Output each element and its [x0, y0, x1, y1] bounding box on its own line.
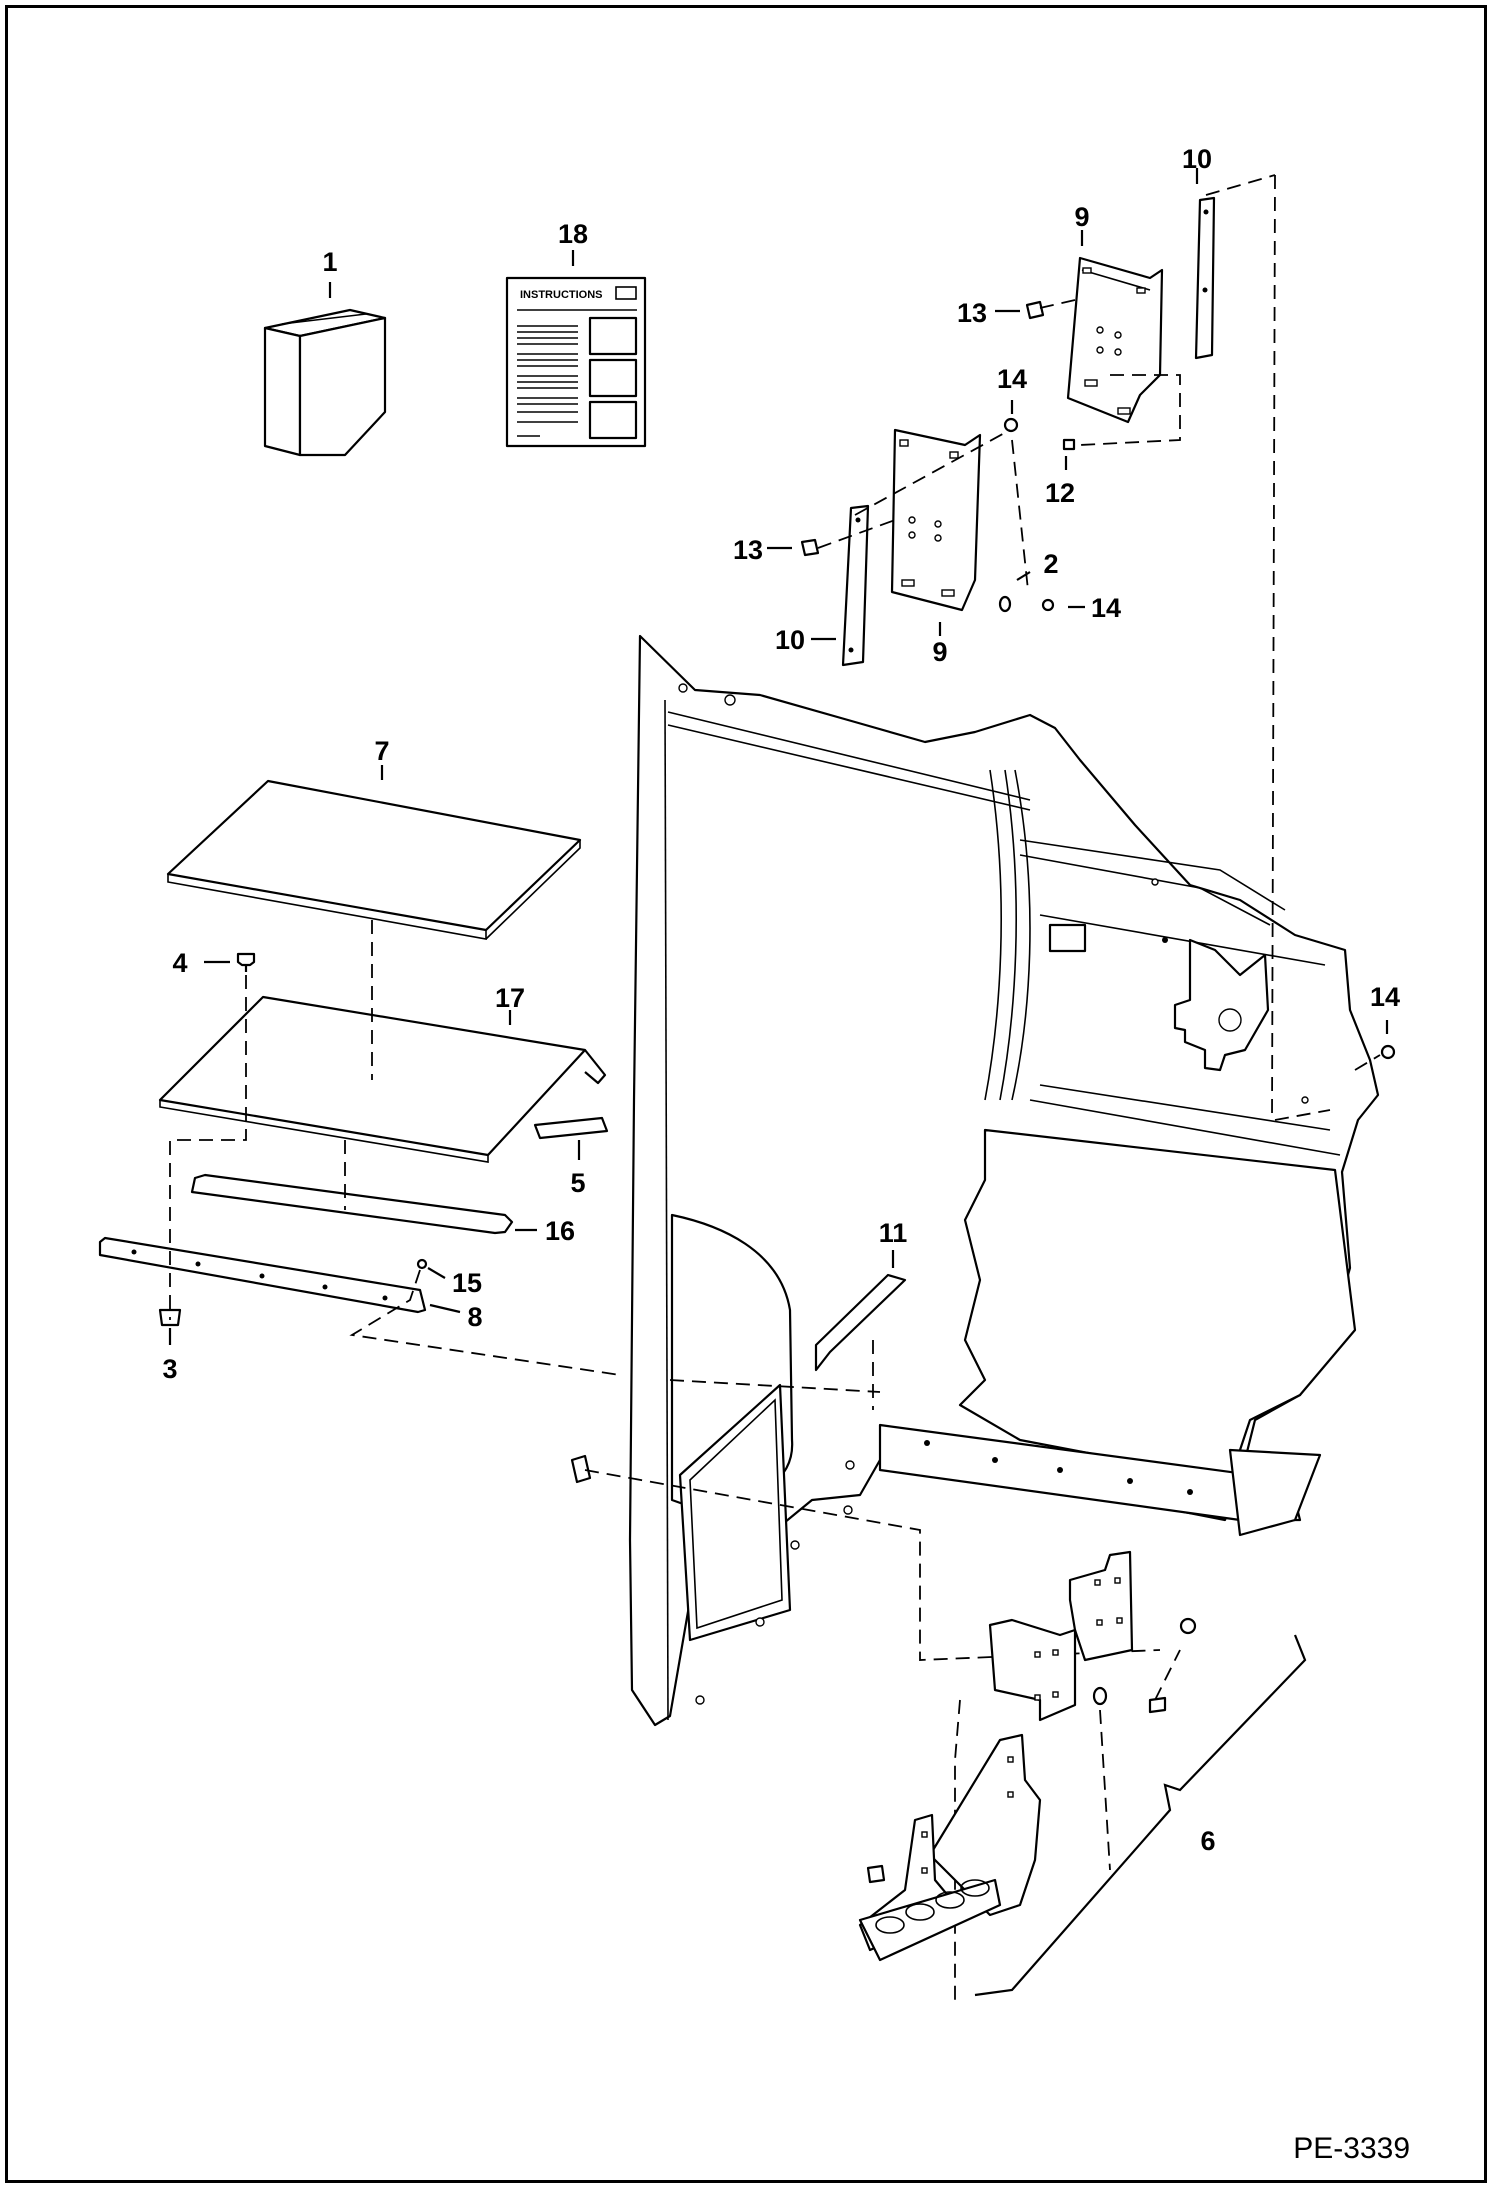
callout-14-right: 14	[1370, 982, 1400, 1012]
part-17-tray	[158, 995, 607, 1163]
callout-9-upper: 9	[1074, 202, 1089, 232]
part-13-upper-bolt	[1025, 300, 1045, 320]
part-16-strip	[190, 1173, 514, 1235]
part-14-nut-right	[1380, 1044, 1396, 1060]
callout-5: 5	[570, 1168, 585, 1198]
callout-14-top: 14	[997, 364, 1027, 394]
callout-4: 4	[172, 948, 187, 978]
callout-10-upper: 10	[1182, 144, 1212, 174]
callout-15: 15	[452, 1268, 482, 1298]
assembly-lines-upper	[817, 174, 1381, 1121]
callout-13-lower: 13	[733, 535, 763, 565]
instructions-sheet-title: INSTRUCTIONS	[520, 289, 603, 301]
part-7-pad	[166, 779, 582, 940]
callout-12: 12	[1045, 478, 1075, 508]
callout-8: 8	[467, 1302, 482, 1332]
callout-9-lower: 9	[932, 637, 947, 667]
callout-11: 11	[879, 1218, 908, 1248]
part-4-knob	[236, 952, 256, 972]
part-9-upper-bracket	[1066, 256, 1164, 424]
part-13-lower-bolt	[800, 538, 820, 557]
part-12-bolt	[1062, 438, 1076, 451]
callout-1: 1	[322, 247, 337, 277]
part-15-screw	[416, 1258, 428, 1270]
part-14-nut-top	[1003, 417, 1019, 433]
part-6-step-assembly	[858, 1550, 1307, 1997]
drawing-id: PE-3339	[1293, 2132, 1410, 2165]
callout-labels: 1 18 10 9 13 14 12 13 2 14 10 9 7 4 17 1…	[162, 144, 1400, 1856]
callout-10-lower: 10	[775, 625, 805, 655]
callout-16: 16	[545, 1216, 575, 1246]
part-1-box	[263, 308, 387, 457]
part-small-clip-left	[570, 1454, 592, 1484]
part-10-upper-strap	[1194, 196, 1216, 360]
callout-6: 6	[1200, 1826, 1215, 1856]
callout-3: 3	[162, 1354, 177, 1384]
part-18-instructions-sheet: INSTRUCTIONS	[505, 276, 647, 448]
part-10-lower-strap	[841, 504, 870, 667]
part-5-clip	[533, 1116, 609, 1140]
callout-14-lower: 14	[1091, 593, 1121, 623]
part-door-frame	[628, 634, 1380, 1727]
diagram-frame	[5, 5, 1487, 2183]
callout-2: 2	[1043, 549, 1058, 579]
callout-13-upper: 13	[957, 298, 987, 328]
part-8-rail	[98, 1236, 427, 1314]
callout-leaders	[168, 168, 1389, 1345]
callout-17: 17	[495, 983, 525, 1013]
part-9-lower-bracket	[890, 428, 982, 612]
part-2-washer	[998, 595, 1012, 613]
callout-18: 18	[558, 219, 588, 249]
callout-7: 7	[374, 736, 389, 766]
part-14-nut-lower	[1041, 598, 1055, 612]
part-11-bracket	[814, 1273, 907, 1372]
